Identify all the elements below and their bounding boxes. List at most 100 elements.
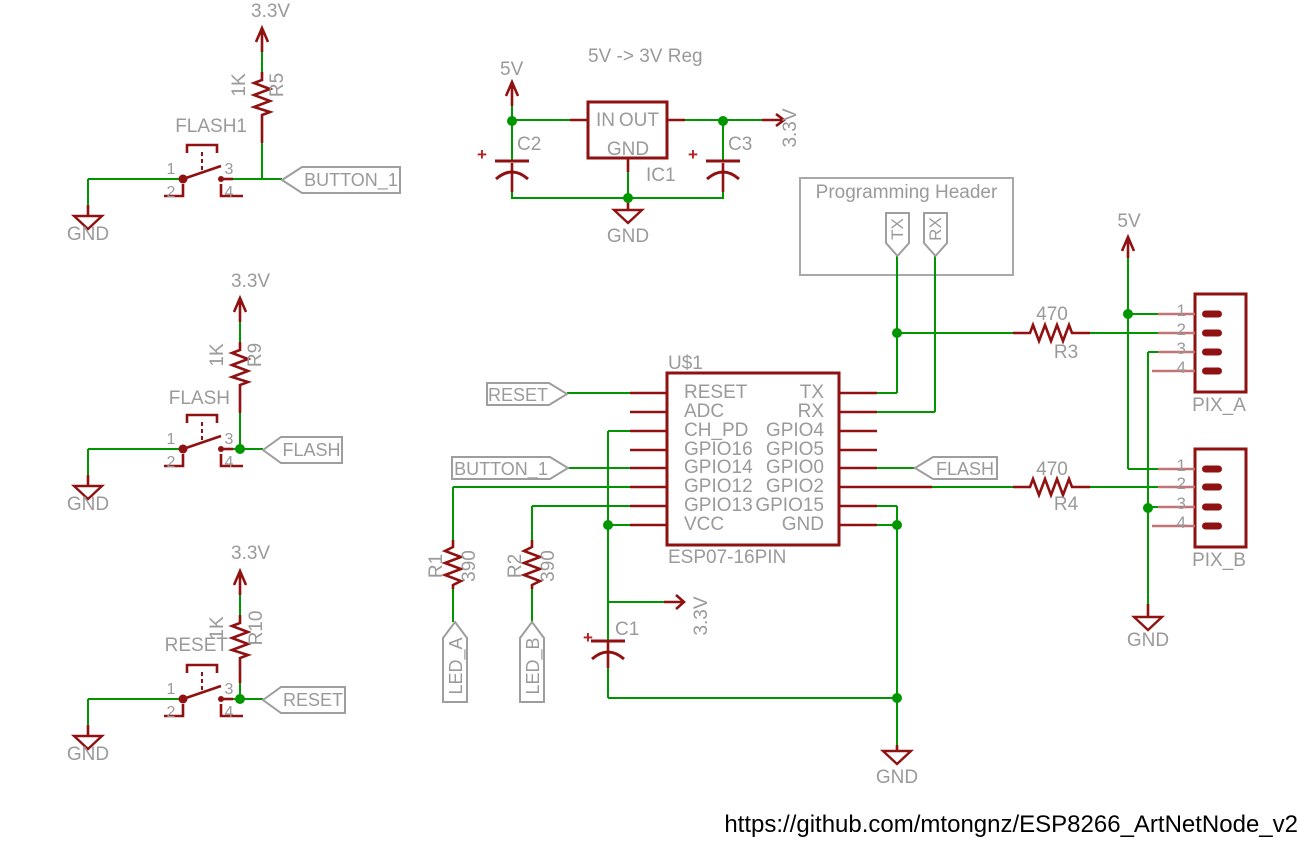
ic-pin-label: GPIO2: [765, 476, 824, 497]
net-flag-label: LED_A: [446, 637, 466, 695]
source-url: https://github.com/mtongnz/ESP8266_ArtNe…: [724, 811, 1298, 838]
flag-tx-shape: [885, 212, 910, 258]
supply-arrow-5v-icon: [1120, 233, 1136, 258]
supply-arrow-3v3-icon: [232, 294, 248, 322]
rail-label: 3.3V: [251, 1, 291, 22]
reg-pin-out: OUT: [618, 110, 659, 131]
resistor-r2: [520, 540, 544, 589]
gnd-label: GND: [66, 744, 110, 765]
switch-pin-number: 3: [224, 161, 234, 178]
cap-plus-sign: +: [477, 145, 487, 164]
gnd-label: GND: [1126, 630, 1170, 651]
rail-label: 3.3V: [231, 543, 271, 564]
switch-pin-number: 2: [166, 184, 176, 201]
flag-reset-ic-shape: [486, 382, 569, 406]
ic-pin-label: TX: [799, 382, 824, 403]
resistor-value: 390: [459, 550, 480, 582]
resistor-r10: [227, 615, 253, 683]
ic-pin-label: GPIO14: [684, 457, 753, 478]
ic-pin-label: GND: [781, 514, 824, 535]
flag-tx-label: TX: [888, 218, 907, 240]
resistor-r9: [227, 342, 253, 413]
ic-esp07-box: [665, 371, 841, 547]
cap-plus-sign: +: [688, 145, 698, 164]
gnd-label: GND: [66, 224, 110, 245]
switch-blade: [182, 684, 222, 701]
cap-plus-sign: +: [583, 628, 593, 647]
connector-pin-stubs: [1152, 312, 1195, 528]
ic-pin-label: GPIO16: [684, 439, 753, 460]
flag-led-b-shape: [519, 620, 545, 703]
rail-label-3v3: 3.3V: [691, 596, 712, 636]
pix-b-box: [1193, 447, 1248, 549]
ic-pin-label: RESET: [684, 382, 748, 403]
flag-rx-shape: [923, 212, 948, 258]
flag-reset-shape: [261, 686, 346, 714]
flag-led-a-shape: [442, 620, 468, 703]
ic-pin-label: ADC: [684, 401, 725, 422]
ic-pin-label: GPIO0: [765, 457, 824, 478]
pix-a-box: [1193, 292, 1248, 394]
supply-arrow-5v-icon: [504, 78, 520, 106]
switch-pin-number: 2: [166, 704, 176, 721]
cap-name-c2: C2: [517, 134, 542, 155]
connector-pin-number: 3: [1176, 494, 1186, 513]
cap-name-c1: C1: [615, 619, 640, 640]
gnd-icon: [610, 208, 646, 225]
capacitor-plates: [495, 159, 740, 661]
switch-pin-number: 4: [224, 454, 234, 471]
reg-pin-gnd: GND: [606, 139, 650, 160]
flag-button1-shape: [280, 166, 401, 194]
resistor-name: R3: [1053, 342, 1079, 363]
net-flag-label: RESET: [282, 690, 343, 710]
junction-dots: [178, 116, 1153, 704]
ic-pin-label: GPIO5: [765, 439, 824, 460]
gnd-label: GND: [875, 767, 919, 788]
switch-pin-number: 1: [166, 161, 176, 178]
switch-blade: [182, 164, 222, 181]
flag-rx-label: RX: [926, 217, 945, 241]
ic-part-name: ESP07-16PIN: [668, 547, 787, 568]
supply-label: 5V: [1117, 211, 1141, 232]
net-flag-label: BUTTON_1: [454, 459, 548, 479]
gnd-symbols: [70, 208, 1166, 766]
resistor-name: R1: [426, 553, 447, 579]
supply-arrow-3v3-icon: [254, 24, 270, 52]
ic-pin-label: RX: [797, 401, 824, 422]
gnd-icon: [70, 734, 106, 751]
resistor-value: 1K: [207, 343, 228, 367]
connector-name: PIX_A: [1192, 395, 1246, 416]
resistor-name: R2: [505, 553, 526, 579]
gnd-icon: [1130, 615, 1166, 632]
component-symbols: [86, 24, 1150, 752]
regulator-title: 5V -> 3V Reg: [588, 46, 703, 67]
net-flag-label: FLASH: [282, 440, 341, 460]
connector-name: PIX_B: [1192, 550, 1246, 571]
switch-name: FLASH: [168, 388, 230, 409]
ic-pin-label: VCC: [684, 514, 725, 535]
prog-header-title: Programming Header: [815, 182, 998, 203]
switch-pin-number: 4: [224, 704, 234, 721]
net-flag-label: LED_B: [523, 637, 543, 695]
ic-pin-label: CH_PD: [684, 420, 749, 441]
resistor-r3: [1013, 321, 1090, 345]
supply-arrow-3v3-right-icon: [762, 112, 787, 128]
connector-pin-number: 3: [1176, 339, 1186, 358]
reg-ref: IC1: [646, 165, 676, 186]
connector-pin-number: 2: [1176, 320, 1186, 339]
gnd-label: GND: [606, 226, 650, 247]
resistor-value: 1K: [229, 73, 250, 97]
resistor-name: R4: [1053, 494, 1079, 515]
reg-pin-in: IN: [596, 110, 615, 131]
connector-pads: [1202, 310, 1222, 530]
ic-pin-label: GPIO15: [755, 495, 824, 516]
switch-pin-number: 4: [224, 184, 234, 201]
switch-pin-number: 3: [224, 431, 234, 448]
supply-label: 5V: [500, 59, 524, 80]
resistor-r5: [249, 72, 275, 143]
resistor-r1: [441, 540, 465, 589]
ic-pin-label: GPIO4: [765, 420, 824, 441]
gnd-icon: [70, 484, 106, 501]
ic-ref: U$1: [668, 353, 703, 374]
